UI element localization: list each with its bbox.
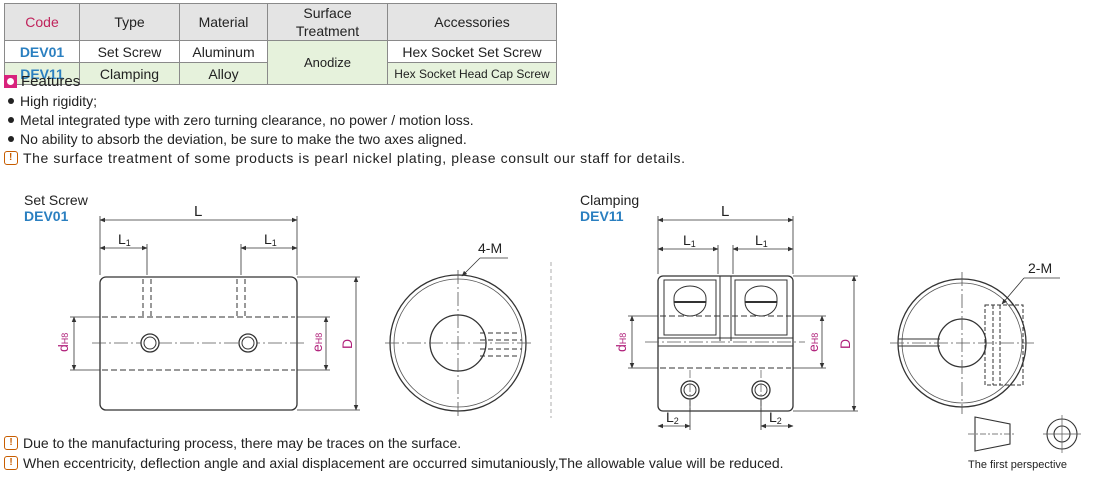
dim-L2-label: L xyxy=(769,409,777,425)
dim-L1-sub: 1 xyxy=(272,238,277,248)
feature-text: Metal integrated type with zero turning … xyxy=(20,112,474,128)
row-code: DEV11 xyxy=(4,62,80,85)
header-code: Code xyxy=(4,3,80,41)
projection-label: The first perspective xyxy=(968,459,1067,471)
dim-L2-sub: 2 xyxy=(674,416,679,426)
bullet-icon xyxy=(8,136,14,143)
svg-text:L2: L2 xyxy=(769,409,782,426)
dim-L-label: L xyxy=(721,203,729,220)
table-row: DEV11 Clamping Alloy Hex Socket Head Cap… xyxy=(4,62,557,85)
dim-L2-label: L xyxy=(666,409,674,425)
dim-D-label: D xyxy=(837,339,853,349)
spec-table: Code Type Material Surface Treatment Acc… xyxy=(4,3,557,85)
dim-M-label: 2-M xyxy=(1028,260,1052,276)
feature-item: No ability to absorb the deviation, be s… xyxy=(8,131,467,147)
feature-item: Metal integrated type with zero turning … xyxy=(8,112,474,128)
dim-d-sub: H8 xyxy=(60,333,70,345)
drawing-code: DEV01 xyxy=(24,208,69,224)
dim-L1-label: L xyxy=(264,231,272,247)
feature-text: No ability to absorb the deviation, be s… xyxy=(20,131,467,147)
surface-note-text: The surface treatment of some products i… xyxy=(23,150,686,166)
exclamation-box-icon: ! xyxy=(4,151,18,166)
material-line1: Aluminum xyxy=(179,40,268,63)
dim-e-sub: H8 xyxy=(810,333,820,345)
surface-note: ! The surface treatment of some products … xyxy=(4,150,686,166)
header-surface-treatment: Surface Treatment xyxy=(267,3,388,41)
dim-L1-label: L xyxy=(683,232,691,248)
coupling-body xyxy=(99,276,298,411)
table-row: DEV01 Set Screw Aluminum Anodize Hex Soc… xyxy=(4,40,557,85)
first-angle-projection-icon xyxy=(968,415,1081,453)
dim-M-label: 4-M xyxy=(478,240,502,256)
dim-d-label: d xyxy=(55,344,71,352)
dim-L1-sub: 1 xyxy=(763,239,768,249)
svg-text:L2: L2 xyxy=(666,409,679,426)
drawing-code: DEV11 xyxy=(580,208,624,224)
feature-item: High rigidity; xyxy=(8,93,97,109)
dim-d-sub: H8 xyxy=(618,333,628,345)
bottom-note-text: When eccentricity, deflection angle and … xyxy=(23,455,784,471)
dim-L2-sub: 2 xyxy=(777,416,782,426)
dim-e-sub: H8 xyxy=(314,333,324,345)
bottom-note-text: Due to the manufacturing process, there … xyxy=(23,435,462,451)
dim-d-label: d xyxy=(613,344,629,352)
row-accessory: Hex Socket Head Cap Screw xyxy=(387,62,557,85)
exclamation-box-icon: ! xyxy=(4,436,18,451)
bullet-icon xyxy=(8,117,14,124)
drawing-title: Set Screw xyxy=(24,192,89,208)
row-accessory: Hex Socket Set Screw xyxy=(387,40,557,63)
dim-L1-sub: 1 xyxy=(126,238,131,248)
dim-e-label: e xyxy=(309,344,325,352)
table-header-row: Code Type Material Surface Treatment Acc… xyxy=(4,3,557,41)
features-title: Features xyxy=(21,73,81,90)
bullet-icon xyxy=(8,98,14,105)
set-screw-drawing: Set Screw DEV01 L L1 L1 xyxy=(24,192,531,416)
bottom-note: ! When eccentricity, deflection angle and… xyxy=(4,455,784,471)
row-type: Clamping xyxy=(79,62,180,85)
svg-text:L1: L1 xyxy=(264,231,277,248)
exclamation-box-icon: ! xyxy=(4,456,18,471)
material-line2: Alloy xyxy=(179,62,268,85)
bottom-note: ! Due to the manufacturing process, there… xyxy=(4,435,461,451)
dim-L1-sub: 1 xyxy=(691,239,696,249)
dim-L1-label: L xyxy=(755,232,763,248)
svg-text:dH8: dH8 xyxy=(613,333,629,352)
feature-text: High rigidity; xyxy=(20,93,98,109)
dim-L-label: L xyxy=(194,203,202,220)
drawing-title: Clamping xyxy=(580,192,639,208)
surface-treatment-cell: Anodize xyxy=(267,40,388,85)
circle-square-icon xyxy=(4,75,17,88)
svg-text:L1: L1 xyxy=(118,231,131,248)
svg-text:eH8: eH8 xyxy=(309,333,325,352)
svg-text:L1: L1 xyxy=(755,232,768,249)
dim-e-label: e xyxy=(805,344,821,352)
header-accessories: Accessories xyxy=(387,3,557,41)
svg-text:dH8: dH8 xyxy=(55,333,71,352)
svg-text:eH8: eH8 xyxy=(805,333,821,352)
svg-text:L1: L1 xyxy=(683,232,696,249)
dim-D-label: D xyxy=(339,339,355,349)
features-heading: Features xyxy=(4,73,80,90)
dim-L1-label: L xyxy=(118,231,126,247)
clamping-drawing: Clamping DEV11 L xyxy=(580,192,1081,471)
